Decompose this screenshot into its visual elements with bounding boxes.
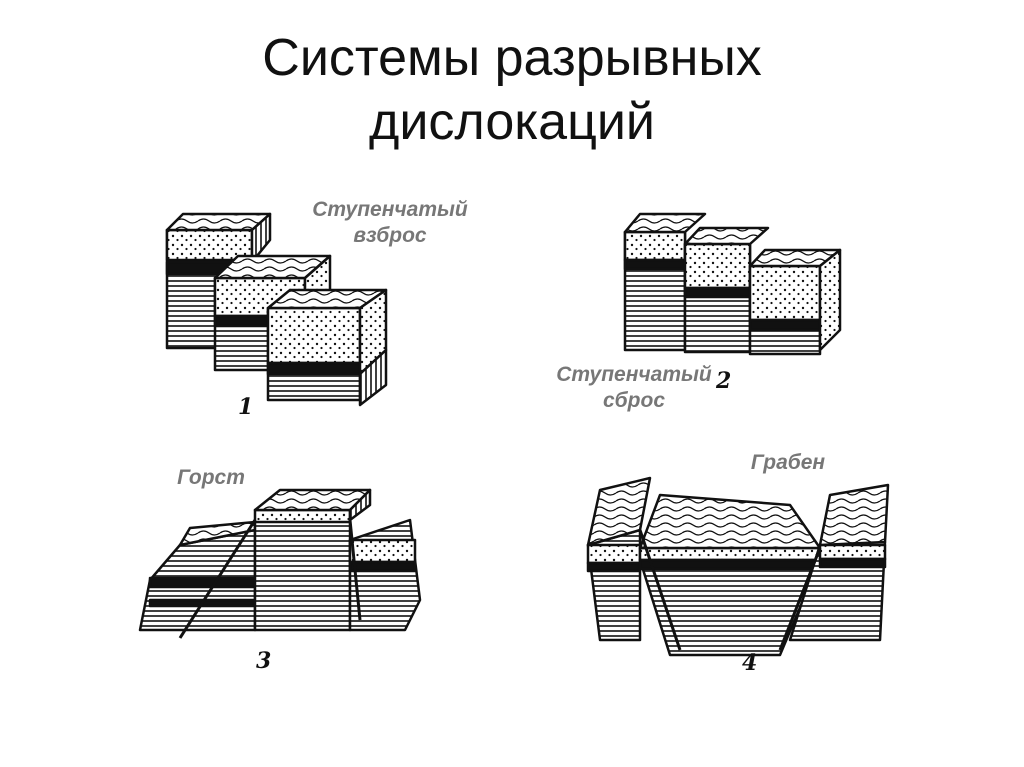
figure-4-number: 4 [742,650,758,676]
figure-2-label-line-2: сброс [602,389,665,412]
figure-2-label-line-1: Ступенчатый [556,363,712,386]
figure-2-label: Ступенчатый сброс [534,362,734,414]
figure-1-label-line-1: Ступенчатый [312,198,468,221]
slide-title: Системы разрывных дислокаций [0,26,1024,154]
figure-1-stepped-reverse-fault [165,212,388,407]
figure-3-label: Горст [166,465,256,491]
figure-4-graben [586,476,890,657]
figure-1-label-line-2: взброс [353,224,427,247]
figure-3-number: 3 [256,648,272,674]
figure-1-number: 1 [238,394,254,420]
slide-title-line-1: Системы разрывных [262,29,762,87]
figure-3-horst [138,488,422,639]
figure-1-label: Ступенчатый взброс [290,197,490,249]
figure-2-number: 2 [716,368,732,394]
figure-4-label-line-1: Грабен [750,451,826,474]
figure-2-stepped-normal-fault [623,212,842,356]
figure-4-label: Грабен [738,450,838,476]
slide-title-line-2: дислокаций [369,93,655,151]
figure-3-label-line-1: Горст [177,466,245,489]
